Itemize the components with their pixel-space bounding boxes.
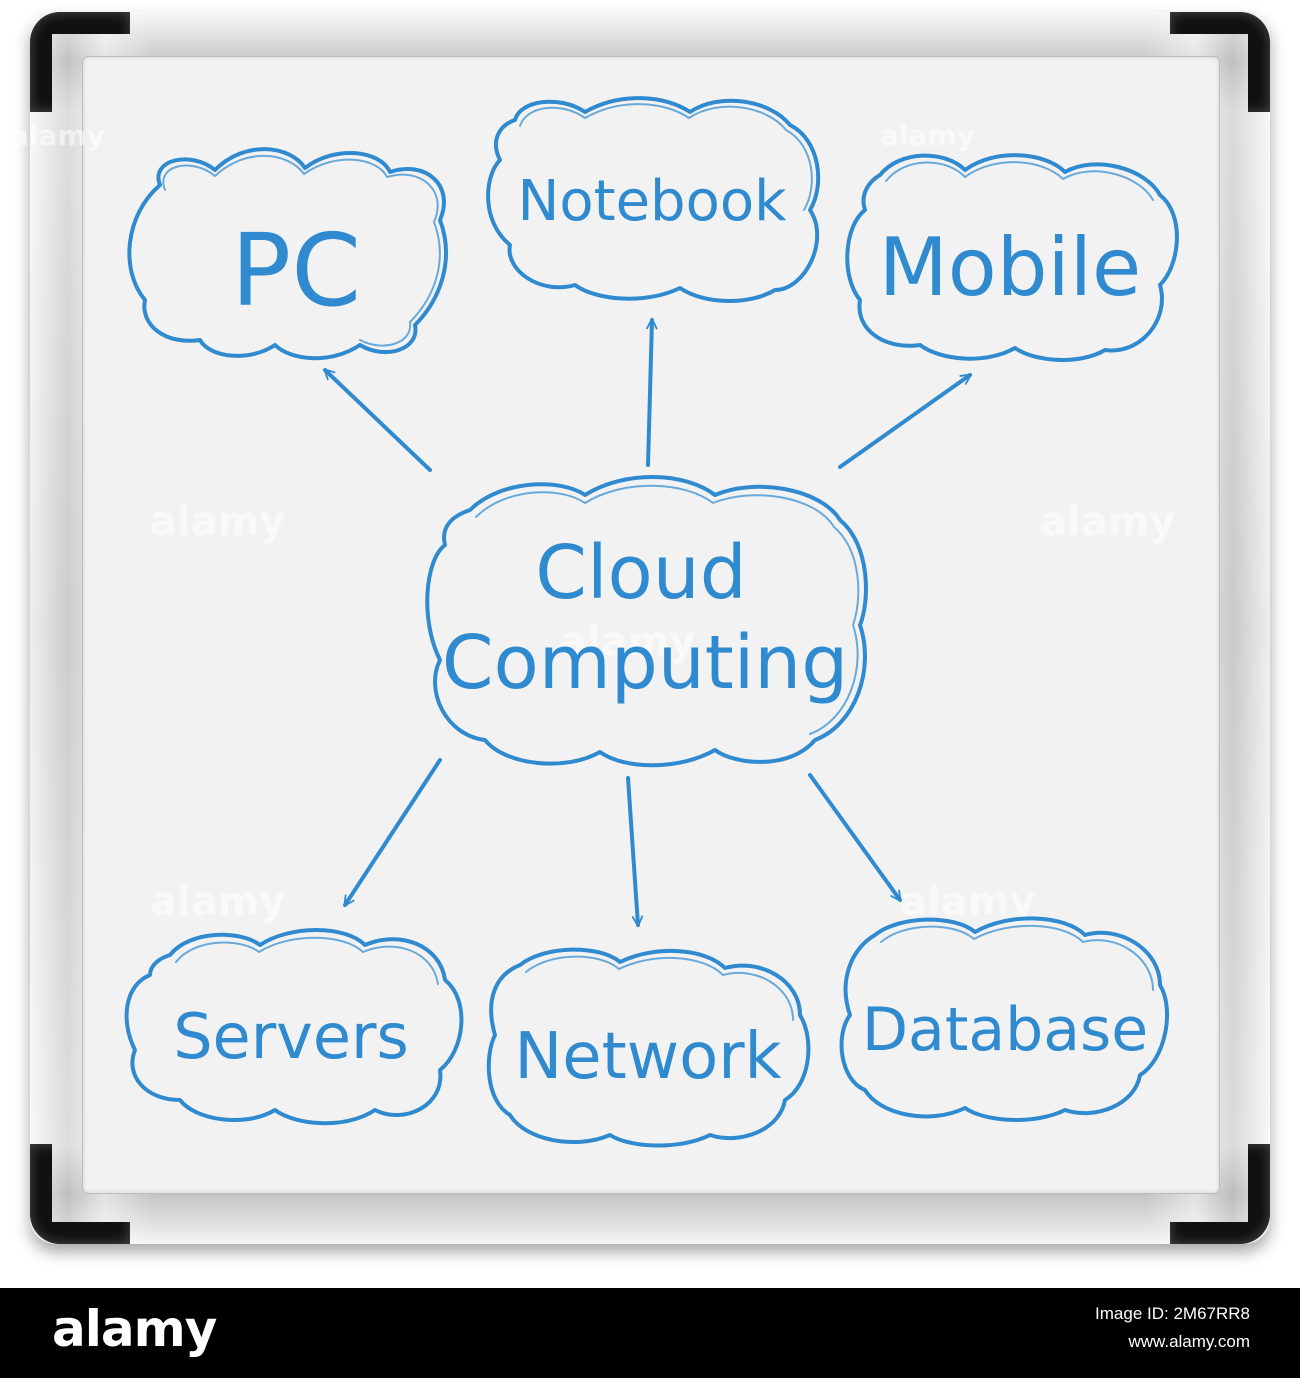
label-servers: Servers [173,1000,409,1073]
watermark-text: alamy [560,619,695,665]
cloud-pc-echo [162,154,441,347]
label-center-line1: Cloud [535,530,746,616]
cloud-mobile-echo [885,161,1154,201]
label-database: Database [862,995,1148,1065]
label-network: Network [514,1020,781,1094]
watermark-text: alamy [150,499,285,545]
cloud-pc [127,147,448,361]
stage: alamy alamy alamy alamy alamy alamy alam… [10,12,1270,1244]
watermark-group: alamy alamy alamy alamy alamy alamy alam… [10,119,1175,925]
arrow-to-pc [323,368,432,472]
image-id: Image ID: 2M67RR8 [1095,1304,1250,1323]
arrow-to-mobile [838,373,972,469]
arrow-to-network [626,776,644,928]
site-url: www.alamy.com [1128,1332,1250,1351]
footer-bar: alamy Image ID: 2M67RR8 www.alamy.com [0,1288,1300,1378]
cloud-network [486,947,811,1148]
watermark-text: alamy [150,879,285,925]
label-center-line2: Computing [442,620,848,706]
watermark-text: alamy [1040,499,1175,545]
whiteboard-surface [82,56,1220,1194]
watermark-text: alamy [880,119,975,152]
cloud-servers-echo [175,936,439,985]
cloud-database [839,916,1169,1122]
arrow-to-notebook [646,317,658,467]
brand-logo: alamy [52,1300,217,1358]
arrow-to-database [808,773,902,902]
watermark-text: alamy [900,879,1035,925]
cloud-diagram: alamy alamy alamy alamy alamy alamy alam… [10,96,1179,1148]
cloud-notebook [486,96,821,303]
arrow-to-servers [343,758,442,907]
cloud-center-echo [475,484,860,735]
watermark-text: alamy [10,119,105,152]
label-pc: PC [231,212,361,329]
cloud-network-echo [525,955,794,1021]
cloud-mobile [845,153,1179,362]
cloud-servers [124,928,464,1126]
label-notebook: Notebook [517,169,787,234]
cloud-database-echo [880,924,1154,991]
cloud-center [425,475,868,768]
footer-meta: Image ID: 2M67RR8 www.alamy.com [1095,1300,1250,1356]
label-mobile: Mobile [879,221,1141,314]
cloud-notebook-echo [519,103,813,211]
